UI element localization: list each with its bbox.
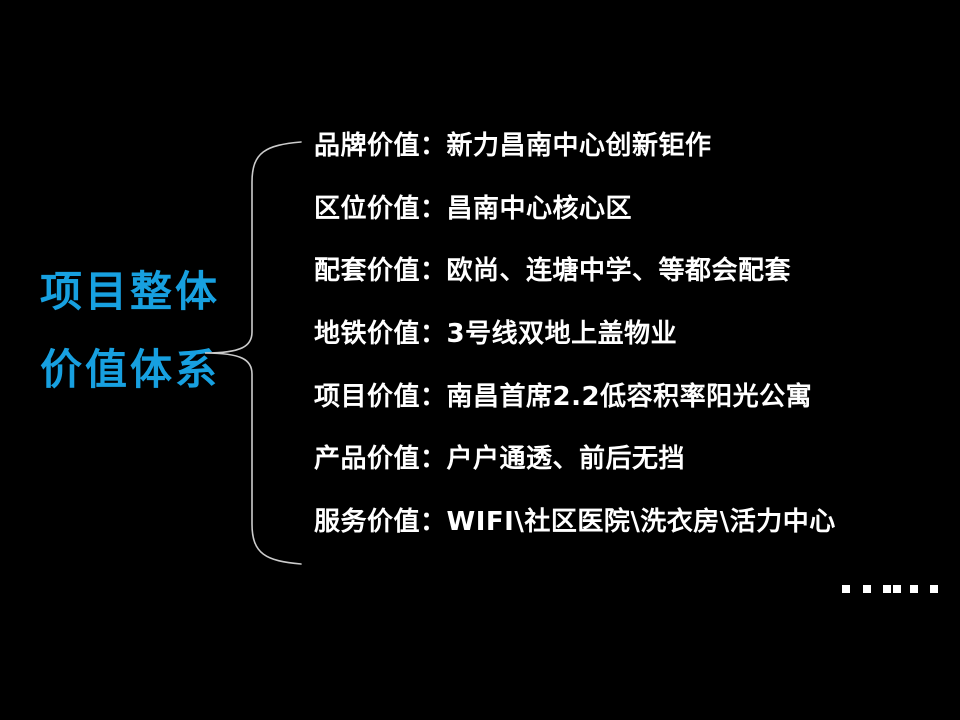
value-list: 品牌价值：新力昌南中心创新钜作 区位价值：昌南中心核心区 配套价值：欧尚、连塘中… <box>314 131 836 537</box>
ellipsis-dots <box>842 585 939 594</box>
value-item-metro: 地铁价值：3号线双地上盖物业 <box>314 319 836 349</box>
item-label: 配套价值 <box>314 256 421 287</box>
item-value: 欧尚、连塘中学、等都会配套 <box>446 256 792 287</box>
value-item-amenities: 配套价值：欧尚、连塘中学、等都会配套 <box>314 256 836 286</box>
item-label: 项目价值 <box>314 381 421 412</box>
brace-shape <box>204 141 302 565</box>
item-value: 南昌首席2.2低容积率阳光公寓 <box>446 381 813 412</box>
item-value: 3号线双地上盖物业 <box>446 318 678 349</box>
value-item-service: 服务价值：WIFI\社区医院\洗衣房\活力中心 <box>314 507 836 537</box>
value-item-project: 项目价值：南昌首席2.2低容积率阳光公寓 <box>314 382 836 412</box>
item-separator: ： <box>420 506 447 537</box>
item-separator: ： <box>420 131 447 161</box>
slide-title-line1: 项目整体 <box>40 267 221 316</box>
item-separator: ： <box>420 256 447 287</box>
item-separator: ： <box>420 381 447 412</box>
item-separator: ： <box>420 193 447 224</box>
item-value: 新力昌南中心创新钜作 <box>446 131 712 161</box>
item-value: WIFI\社区医院\洗衣房\活力中心 <box>446 506 836 537</box>
item-label: 产品价值 <box>314 444 421 475</box>
item-value: 户户通透、前后无挡 <box>446 444 686 475</box>
value-item-brand: 品牌价值：新力昌南中心创新钜作 <box>314 131 836 161</box>
item-separator: ： <box>420 444 447 475</box>
value-item-product: 产品价值：户户通透、前后无挡 <box>314 444 836 474</box>
item-label: 区位价值 <box>314 193 421 224</box>
item-value: 昌南中心核心区 <box>446 193 633 224</box>
item-label: 品牌价值 <box>314 131 421 161</box>
slide-title-line2: 价值体系 <box>40 345 221 394</box>
value-item-location: 区位价值：昌南中心核心区 <box>314 194 836 224</box>
item-separator: ： <box>420 318 447 349</box>
item-label: 服务价值 <box>314 506 421 537</box>
slide-title: 项目整体 价值体系 <box>40 253 220 409</box>
item-label: 地铁价值 <box>314 318 421 349</box>
